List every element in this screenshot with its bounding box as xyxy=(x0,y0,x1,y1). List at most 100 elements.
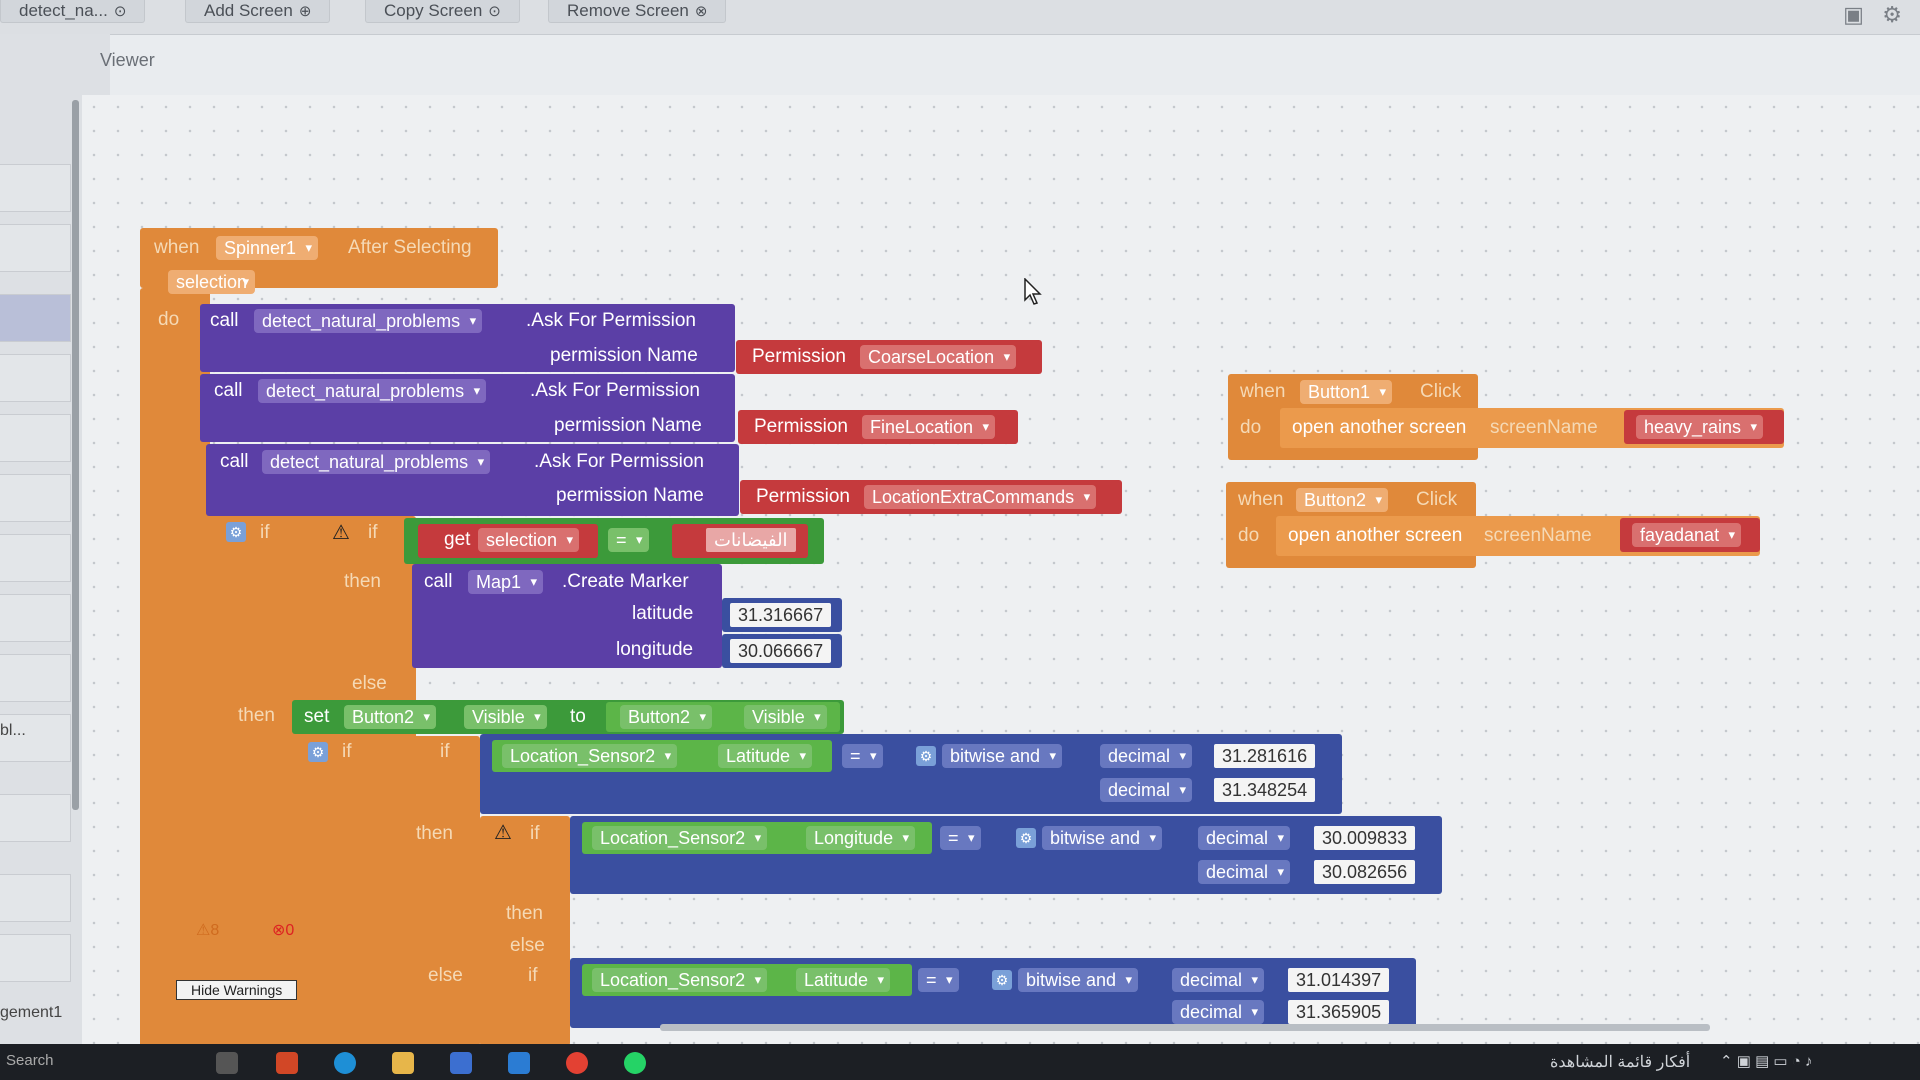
button-dropdown[interactable]: Button2 xyxy=(1296,488,1389,512)
drawer-item[interactable] xyxy=(0,224,71,272)
number-value[interactable]: 31.281616 xyxy=(1214,744,1316,768)
search-box[interactable]: Search xyxy=(6,1052,54,1069)
decimal-dropdown[interactable]: decimal xyxy=(1198,860,1291,884)
window-icon[interactable]: ▣ xyxy=(1843,2,1864,27)
gear-icon[interactable]: ⚙ xyxy=(1016,828,1036,848)
drawer-item[interactable] xyxy=(0,164,71,212)
decimal-dropdown[interactable]: decimal xyxy=(1172,1000,1265,1024)
bitwise-dropdown[interactable]: bitwise and xyxy=(1042,826,1163,850)
method-label: .Ask For Permission xyxy=(530,380,700,401)
component-dropdown[interactable]: Button2 xyxy=(344,705,437,729)
number-value[interactable]: 30.082656 xyxy=(1314,860,1416,884)
warning-icon[interactable]: ⚠ xyxy=(332,522,350,544)
remove-screen-button[interactable]: Remove Screen⊗ xyxy=(548,0,727,23)
system-tray-icons[interactable]: ⌃ ▣ ▤ ▭ ◔ ♪ xyxy=(1720,1053,1813,1070)
number-value[interactable]: 30.009833 xyxy=(1314,826,1416,850)
warning-indicator[interactable]: ⚠8 xyxy=(196,922,220,939)
decimal-dropdown[interactable]: decimal xyxy=(1100,778,1193,802)
property-dropdown[interactable]: Visible xyxy=(744,705,827,729)
drawer-item[interactable] xyxy=(0,874,71,922)
warning-icon[interactable]: ⚠ xyxy=(494,822,512,844)
drawer-item[interactable] xyxy=(0,714,71,762)
variable-dropdown[interactable]: selection xyxy=(478,528,580,552)
if-label: if xyxy=(440,741,450,762)
sensor-dropdown[interactable]: Location_Sensor2 xyxy=(592,968,768,992)
permission-dropdown[interactable]: FineLocation xyxy=(862,415,996,439)
decimal-dropdown[interactable]: decimal xyxy=(1172,968,1265,992)
screen-dropdown[interactable]: fayadanat xyxy=(1632,523,1742,547)
gear-icon[interactable]: ⚙ xyxy=(992,970,1012,990)
project-dropdown[interactable]: detect_na...⊙ xyxy=(0,0,146,23)
text-value[interactable]: الفيضانات xyxy=(706,528,796,552)
screen-dropdown[interactable]: heavy_rains xyxy=(1636,415,1764,439)
property-dropdown[interactable]: Latitude xyxy=(718,744,813,768)
latitude-value[interactable]: 31.316667 xyxy=(730,603,832,627)
drawer-item-selected[interactable] xyxy=(0,294,71,342)
vertical-scrollbar[interactable] xyxy=(72,100,79,810)
component-dropdown[interactable]: detect_natural_problems xyxy=(254,309,483,333)
longitude-value[interactable]: 30.066667 xyxy=(730,639,832,663)
operator-dropdown[interactable]: = xyxy=(940,826,981,850)
error-indicator[interactable]: ⊗0 xyxy=(272,922,295,939)
folder-icon[interactable] xyxy=(392,1052,414,1074)
drawer-item[interactable] xyxy=(0,414,71,462)
copy-screen-button[interactable]: Copy Screen⊙ xyxy=(365,0,520,23)
edge-icon[interactable] xyxy=(334,1052,356,1074)
operator-dropdown[interactable]: = xyxy=(608,528,649,552)
map-dropdown[interactable]: Map1 xyxy=(468,570,544,594)
operator-dropdown[interactable]: = xyxy=(842,744,883,768)
mail-icon[interactable] xyxy=(508,1052,530,1074)
decimal-dropdown[interactable]: decimal xyxy=(1198,826,1291,850)
decimal-dropdown[interactable]: decimal xyxy=(1100,744,1193,768)
horizontal-scrollbar[interactable] xyxy=(660,1024,1710,1031)
operator-dropdown[interactable]: = xyxy=(918,968,959,992)
drawer-item[interactable] xyxy=(0,654,71,702)
number-value[interactable]: 31.348254 xyxy=(1214,778,1316,802)
task-view-icon[interactable] xyxy=(216,1052,238,1074)
permission-dropdown[interactable]: CoarseLocation xyxy=(860,345,1017,369)
permission-dropdown[interactable]: LocationExtraCommands xyxy=(864,485,1097,509)
bitwise-dropdown[interactable]: bitwise and xyxy=(1018,968,1139,992)
number-value[interactable]: 31.014397 xyxy=(1288,968,1390,992)
add-screen-button[interactable]: Add Screen⊕ xyxy=(185,0,331,23)
create-marker-block[interactable] xyxy=(412,564,722,668)
sensor-dropdown[interactable]: Location_Sensor2 xyxy=(502,744,678,768)
method-label: .Ask For Permission xyxy=(526,310,696,331)
drawer-item[interactable] xyxy=(0,934,71,982)
if-block-latitude[interactable] xyxy=(300,736,480,1046)
gear-icon[interactable]: ⚙ xyxy=(226,522,246,542)
drawer-item[interactable] xyxy=(0,794,71,842)
selection-param[interactable]: selection xyxy=(168,270,256,294)
drawer-item[interactable] xyxy=(0,594,71,642)
component-dropdown[interactable]: Button2 xyxy=(620,705,713,729)
then-label: then xyxy=(238,705,275,726)
whatsapp-icon[interactable] xyxy=(624,1052,646,1074)
number-value[interactable]: 31.365905 xyxy=(1288,1000,1390,1024)
gear-icon[interactable]: ⚙ xyxy=(308,742,328,762)
spinner-dropdown[interactable]: Spinner1 xyxy=(216,236,319,260)
component-dropdown[interactable]: detect_natural_problems xyxy=(262,450,491,474)
chrome-icon[interactable] xyxy=(566,1052,588,1074)
property-dropdown[interactable]: Latitude xyxy=(796,968,891,992)
hide-warnings-button[interactable]: Hide Warnings xyxy=(176,980,298,1000)
chevron-down-icon: ⊙ xyxy=(113,3,127,20)
drawer-item[interactable] xyxy=(0,354,71,402)
else-label: else xyxy=(510,935,545,956)
property-dropdown[interactable]: Visible xyxy=(464,705,547,729)
method-label: .Ask For Permission xyxy=(534,451,704,472)
component-dropdown[interactable]: detect_natural_problems xyxy=(258,379,487,403)
settings-icon[interactable]: ⚙ xyxy=(1882,2,1902,27)
drawer-item[interactable] xyxy=(0,534,71,582)
action-label: open another screen xyxy=(1288,525,1463,546)
bitwise-dropdown[interactable]: bitwise and xyxy=(942,744,1063,768)
button-dropdown[interactable]: Button1 xyxy=(1300,380,1393,404)
if-block-longitude[interactable] xyxy=(480,816,570,1046)
sensor-dropdown[interactable]: Location_Sensor2 xyxy=(592,826,768,850)
office-icon[interactable] xyxy=(276,1052,298,1074)
property-dropdown[interactable]: Longitude xyxy=(806,826,916,850)
param-label: permission Name xyxy=(550,345,698,366)
gear-icon[interactable]: ⚙ xyxy=(916,746,936,766)
error-icon: ⊗ xyxy=(272,922,286,939)
drawer-item[interactable] xyxy=(0,474,71,522)
store-icon[interactable] xyxy=(450,1052,472,1074)
